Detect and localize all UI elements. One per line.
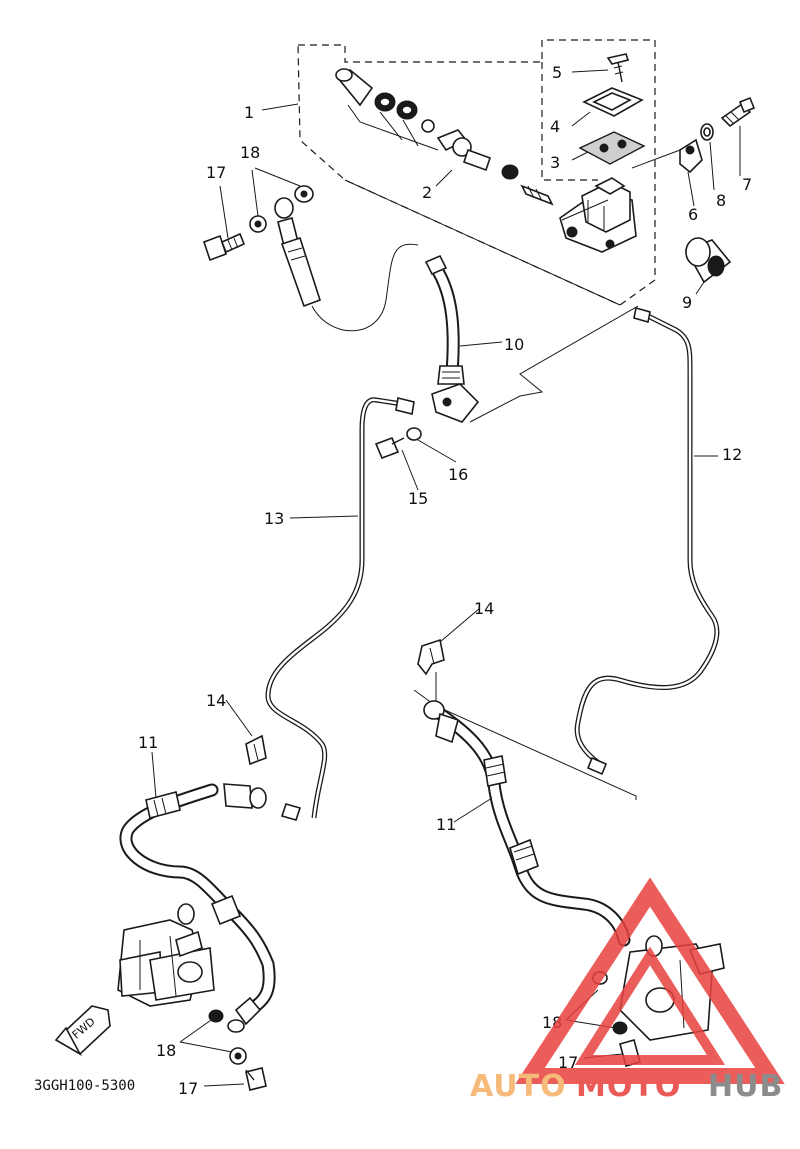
callout-11-left: 11	[138, 733, 158, 752]
brake-hose-joint	[431, 383, 480, 423]
master-cylinder-boot	[335, 68, 374, 107]
brake-hose-11-left	[145, 783, 267, 1033]
callout-17-top: 17	[206, 163, 226, 182]
diaphragm-3	[578, 131, 646, 165]
callout-8: 8	[716, 191, 726, 210]
master-cylinder-piston-kit	[436, 129, 554, 206]
callout-7: 7	[742, 175, 752, 194]
callout-10: 10	[504, 335, 524, 354]
callout-11-right: 11	[436, 815, 456, 834]
brake-pipe-12	[574, 309, 720, 766]
callout-15: 15	[408, 489, 428, 508]
pipe-clip-14-right	[417, 638, 445, 676]
cover-9	[684, 237, 732, 284]
callout-17-right: 17	[558, 1053, 578, 1072]
clamp-6	[679, 138, 703, 174]
watermark-hub: HUB	[708, 1069, 783, 1104]
callout-2: 2	[422, 183, 432, 202]
screw-5	[606, 53, 630, 83]
brake-pipe-13	[265, 397, 403, 819]
diaphragm-holder-4	[582, 87, 644, 117]
watermark-triangle-icon	[515, 877, 785, 1084]
callout-14-right: 14	[474, 599, 494, 618]
bolt-7	[720, 96, 756, 128]
brake-hose-11-right	[423, 700, 539, 876]
callout-1: 1	[244, 103, 254, 122]
pipe-clip-14-left	[245, 734, 267, 766]
washer	[421, 119, 435, 133]
callout-13: 13	[264, 509, 284, 528]
automotohub-logo	[515, 877, 785, 1084]
reservoir-cap-boundary	[541, 62, 598, 181]
union-bolt-17-top	[202, 232, 246, 262]
callout-4: 4	[550, 117, 560, 136]
callout-17-left: 17	[178, 1079, 198, 1098]
callout-18-top: 18	[240, 143, 260, 162]
callout-14-left: 14	[206, 691, 226, 710]
callout-6: 6	[688, 205, 698, 224]
union-bolt-17-left	[245, 1067, 267, 1091]
callout-12: 12	[722, 445, 742, 464]
callout-3: 3	[550, 153, 560, 172]
brake-hose-10	[424, 254, 465, 385]
callout-16: 16	[448, 465, 468, 484]
diagram-part-code: 3GGH100-5300	[34, 1078, 135, 1094]
watermark-auto: AUTO	[470, 1069, 567, 1104]
callout-5: 5	[552, 63, 562, 82]
assembly-1-boundary	[297, 39, 656, 306]
fwd-arrow-icon	[54, 1005, 111, 1057]
brake-hose-upper	[274, 197, 321, 308]
master-cylinder-body	[559, 177, 637, 253]
left-brake-caliper	[117, 903, 224, 1023]
washer-16	[406, 427, 422, 441]
callout-9: 9	[682, 293, 692, 312]
callout-18-left: 18	[156, 1041, 176, 1060]
watermark-moto: MOTO	[576, 1069, 681, 1104]
bolt-15	[374, 436, 405, 460]
